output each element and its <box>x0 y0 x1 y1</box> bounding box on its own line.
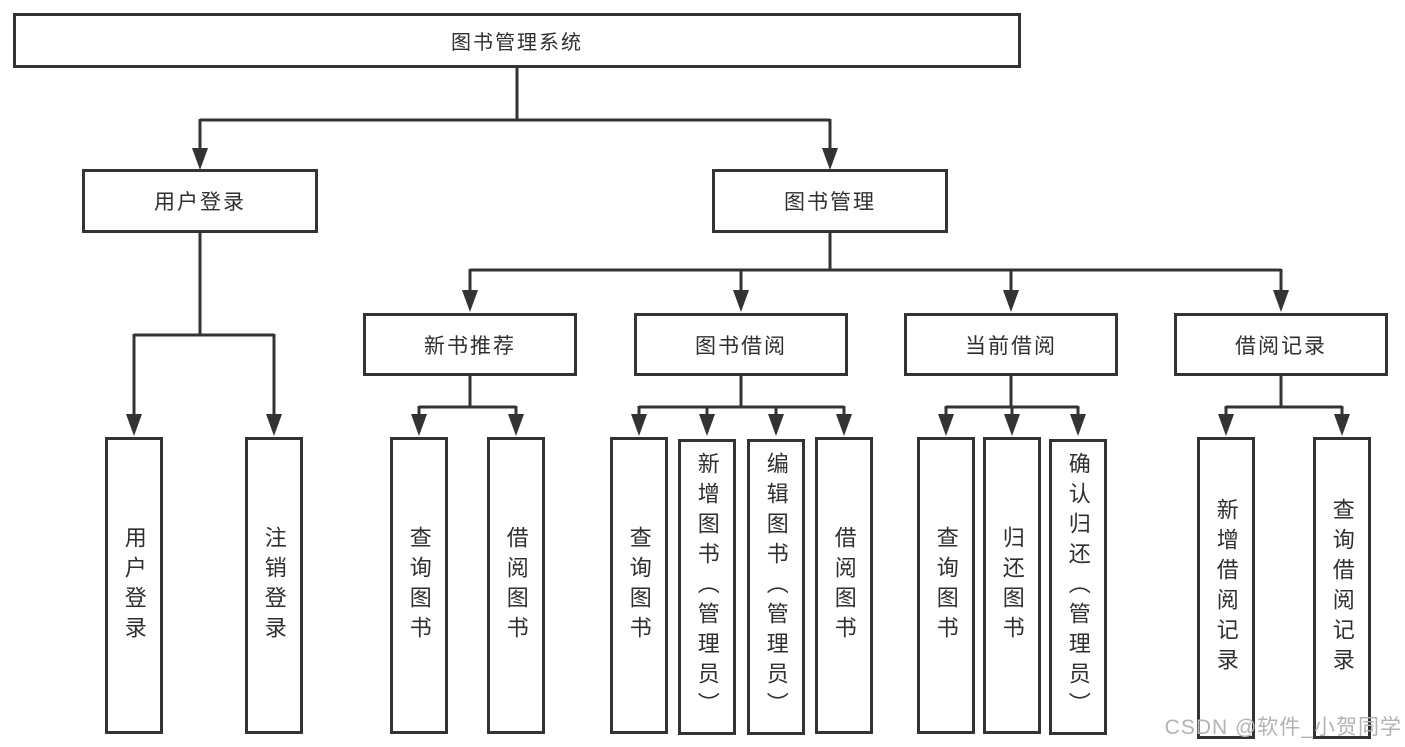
node-book-management-label: 图书管理 <box>784 191 876 214</box>
node-root-label: 图书管理系统 <box>451 32 583 54</box>
node-user-login-label: 用户登录 <box>154 191 246 214</box>
node-book-borrow-label: 图书借阅 <box>695 334 787 358</box>
node-leaf-add-borrow-record: 新增借阅记录 <box>1197 437 1255 739</box>
node-leaf-borrow-books-recommend: 借阅图书 <box>487 437 545 734</box>
node-borrow-records-label: 借阅记录 <box>1235 334 1327 358</box>
arrowhead-icons <box>126 148 1350 436</box>
node-user-login: 用户登录 <box>82 169 318 233</box>
node-leaf-add-book-admin: 新增图书（管理员） <box>678 439 736 735</box>
node-leaf-query-borrow-record: 查询借阅记录 <box>1313 437 1371 739</box>
node-leaf-query-books-borrow: 查询图书 <box>610 437 668 734</box>
watermark: CSDN @软件_小贺同学 <box>1164 716 1402 739</box>
node-leaf-confirm-return-admin: 确认归还（管理员） <box>1049 439 1107 735</box>
node-leaf-query-books-recommend: 查询图书 <box>390 437 448 734</box>
node-leaf-return-book: 归还图书 <box>983 437 1041 734</box>
node-root: 图书管理系统 <box>13 13 1021 68</box>
node-new-book-recommend: 新书推荐 <box>363 313 577 376</box>
node-leaf-edit-book-admin: 编辑图书（管理员） <box>747 439 805 735</box>
node-current-borrow-label: 当前借阅 <box>965 334 1057 358</box>
node-leaf-query-books-current: 查询图书 <box>917 437 975 734</box>
node-new-book-recommend-label: 新书推荐 <box>424 334 516 358</box>
node-leaf-borrow-books-borrow: 借阅图书 <box>815 437 873 734</box>
node-leaf-logout: 注销登录 <box>245 437 303 734</box>
node-borrow-records: 借阅记录 <box>1174 313 1388 376</box>
node-current-borrow: 当前借阅 <box>904 313 1118 376</box>
node-book-borrow: 图书借阅 <box>634 313 848 376</box>
node-leaf-user-login: 用户登录 <box>105 437 163 734</box>
node-book-management: 图书管理 <box>712 169 948 233</box>
